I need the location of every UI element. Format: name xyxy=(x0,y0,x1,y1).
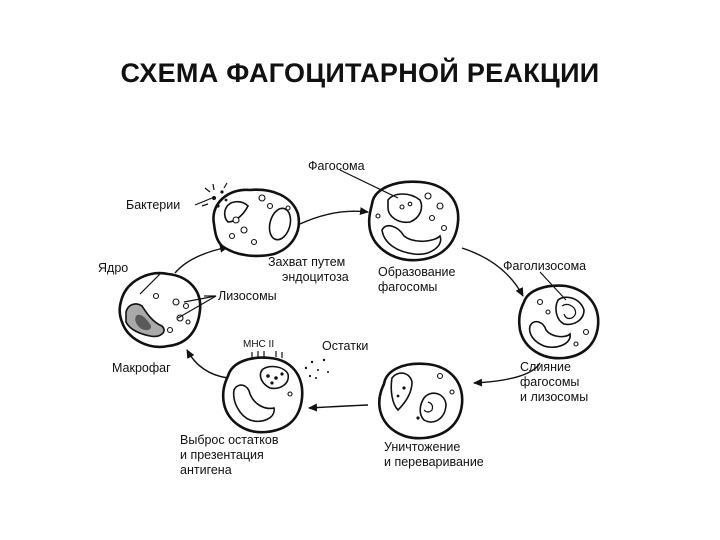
arrow-destruction-to-release xyxy=(308,403,369,412)
label-destruction-line1: Уничтожение xyxy=(384,440,460,454)
label-bacteria: Бактерии xyxy=(126,198,180,212)
label-nucleus: Ядро xyxy=(98,261,128,275)
phagosome-cell xyxy=(367,180,460,262)
arrow-fusion-to-destruction xyxy=(473,362,541,387)
arrow-phagosome-to-fusion xyxy=(461,247,524,297)
arrow-macrophage-to-capture xyxy=(174,244,229,274)
arrow-release-to-macrophage xyxy=(186,349,229,379)
macrophage-cell xyxy=(118,271,202,349)
remnants-shape xyxy=(304,358,329,379)
label-lysosomes: Лизосомы xyxy=(218,289,277,303)
label-fusion-line2: фагосомы xyxy=(520,375,579,389)
label-capture-line2: эндоцитоза xyxy=(282,270,349,284)
digestion-cell xyxy=(377,362,464,440)
label-phagosome: Фагосома xyxy=(308,159,365,173)
label-remnants: Остатки xyxy=(322,339,368,353)
page-title: СХЕМА ФАГОЦИТАРНОЙ РЕАКЦИИ xyxy=(120,58,600,88)
label-fusion-line3: и лизосомы xyxy=(520,390,588,404)
cycle-arrows xyxy=(174,207,541,412)
label-fusion-line1: Слияние xyxy=(520,360,571,374)
label-release-line2: и презентация xyxy=(180,448,264,462)
label-phagolysosome: Фаголизосома xyxy=(503,259,586,273)
arrow-capture-to-phagosome xyxy=(299,207,369,225)
label-destruction-line2: и переваривание xyxy=(384,455,484,469)
pointer-lines xyxy=(139,169,567,319)
label-release-line3: антигена xyxy=(180,463,232,477)
label-macrophage: Макрофаг xyxy=(112,361,171,375)
bacteria-shape xyxy=(201,182,228,208)
phagolysosome-cell xyxy=(517,284,600,360)
label-mhc: MHC II xyxy=(243,339,274,350)
label-release-line1: Выброс остатков xyxy=(180,433,279,447)
label-formation-line2: фагосомы xyxy=(378,280,437,294)
label-formation-line1: Образование xyxy=(378,265,456,279)
presentation-cell xyxy=(221,351,329,434)
capture-cell xyxy=(201,182,301,258)
label-capture-line1: Захват путем xyxy=(268,255,345,269)
